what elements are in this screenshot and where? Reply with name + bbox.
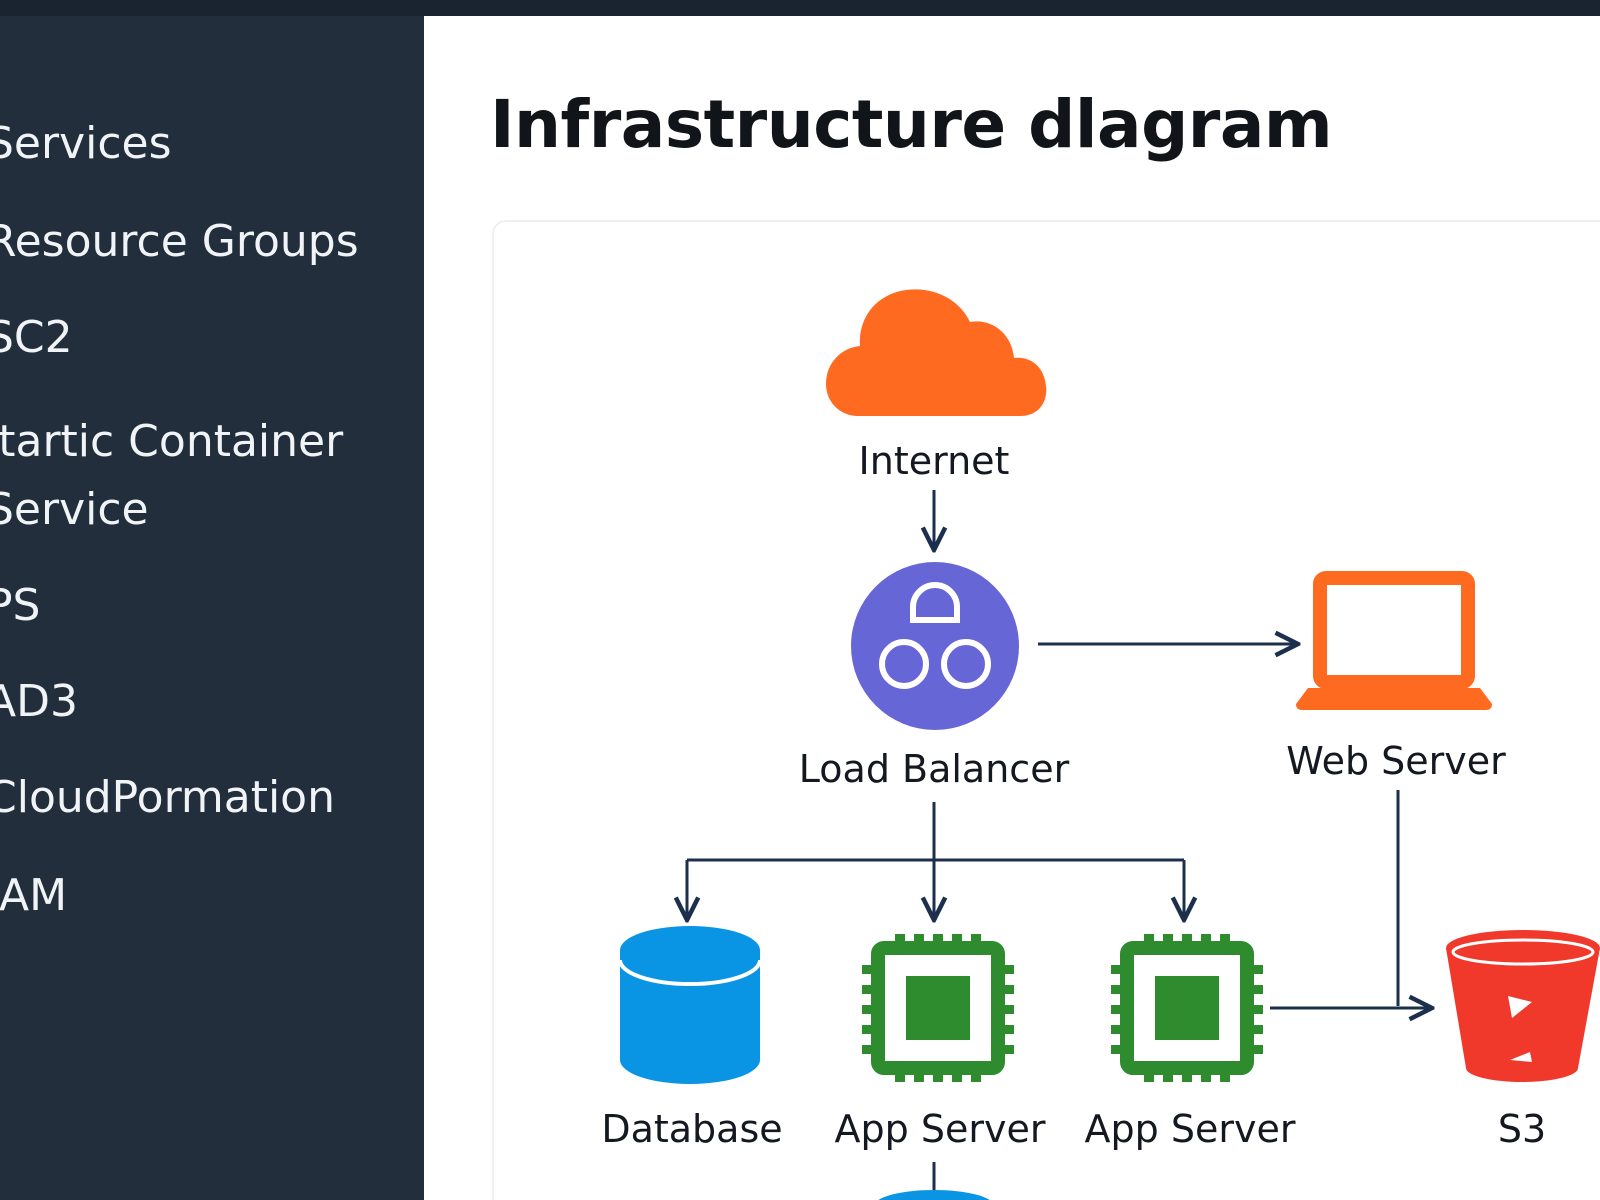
node-app-server-1[interactable]: App Server [835, 934, 1046, 1151]
sidebar-item-container-service[interactable]: ltartic Container Service [0, 416, 344, 535]
sidebar: Services Resource Groups SC2 ltartic Con… [0, 16, 424, 1200]
node-database[interactable]: Database [601, 926, 783, 1151]
chip-icon [1111, 934, 1263, 1082]
node-label-app-server-1: App Server [835, 1107, 1046, 1151]
node-app-server-2[interactable]: App Server [1085, 934, 1296, 1151]
sidebar-item-ad3[interactable]: AD3 [0, 676, 78, 727]
node-label-web-server: Web Server [1286, 739, 1506, 783]
sidebar-item-iam[interactable]: IAM [0, 870, 68, 921]
main-panel: Infrastructure dlagram [424, 16, 1600, 1200]
sidebar-item-ps[interactable]: PS [0, 580, 41, 631]
top-bar [0, 0, 1600, 16]
node-internet[interactable]: Internet [826, 289, 1047, 483]
bucket-icon [1446, 930, 1600, 1082]
node-load-balancer[interactable]: Load Balancer [799, 562, 1070, 791]
node-label-internet: Internet [859, 439, 1010, 483]
node-label-database: Database [601, 1107, 782, 1151]
node-web-server[interactable]: Web Server [1286, 571, 1506, 783]
sidebar-item-cloudformation[interactable]: CloudPormation [0, 772, 335, 823]
cloud-icon [826, 289, 1047, 416]
laptop-icon [1296, 571, 1492, 710]
node-label-load-balancer: Load Balancer [799, 747, 1070, 791]
sidebar-item-sc2[interactable]: SC2 [0, 312, 73, 363]
load-balancer-icon [851, 562, 1019, 730]
page-title: Infrastructure dlagram [490, 86, 1333, 163]
chip-icon [862, 934, 1014, 1082]
database-icon [618, 926, 762, 1084]
node-label-app-server-2: App Server [1085, 1107, 1296, 1151]
node-s3[interactable]: S3 [1446, 930, 1600, 1151]
sidebar-item-resource-groups[interactable]: Resource Groups [0, 216, 359, 267]
sidebar-item-services[interactable]: Services [0, 118, 172, 169]
node-label-s3: S3 [1498, 1107, 1546, 1151]
